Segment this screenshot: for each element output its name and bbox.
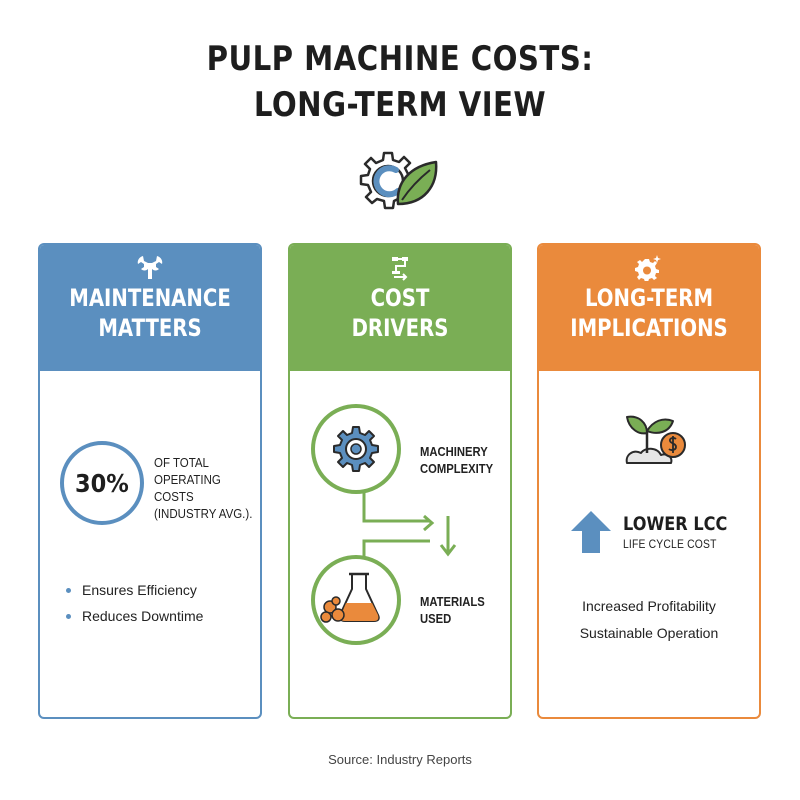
card-title: MAINTENANCE MATTERS [69,284,231,342]
up-arrow-icon [571,511,611,553]
flowchart-icon [392,257,408,281]
card-header: COST DRIVERS [290,245,510,371]
card-long-term: LONG-TERM IMPLICATIONS LOWER LCC LIFE CY… [537,243,761,719]
driver-label-materials: MATERIALS USED [420,595,485,626]
card-header: MAINTENANCE MATTERS [40,245,260,371]
list-item: Reduces Downtime [66,603,203,629]
stat-ring: 30% [60,441,144,525]
benefit-list: Ensures Efficiency Reduces Downtime [66,577,203,629]
title-line-2: LONG-TERM VIEW [253,85,547,125]
page-title: PULP MACHINE COSTS: LONG-TERM VIEW [56,36,744,128]
gear-spark-icon [635,255,661,281]
driver-flow-diagram [311,404,457,645]
card-title: COST DRIVERS [351,284,449,342]
stat-description: OF TOTAL OPERATING COSTS (INDUSTRY AVG.)… [154,456,253,521]
gear-icon [311,404,401,494]
outcome-list: Increased Profitability Sustainable Oper… [539,593,759,647]
card-title: LONG-TERM IMPLICATIONS [570,284,728,342]
lcc-title: LOWER LCC [623,513,728,535]
lcc-subtitle: LIFE CYCLE COST [623,539,717,551]
card-cost-drivers: COST DRIVERS [288,243,512,719]
arrow-head [423,514,435,532]
stat-value: 30% [75,468,129,498]
wrench-icon [137,256,163,279]
gear-leaf-icon [359,151,438,210]
flask-icon [311,555,401,645]
list-item: Sustainable Operation [579,625,719,641]
plant-coin-icon [625,415,686,464]
list-item: Ensures Efficiency [66,577,203,603]
card-maintenance: MAINTENANCE MATTERS 30% OF TOTAL OPERATI… [38,243,262,719]
driver-label-machinery: MACHINERY COMPLEXITY [420,445,494,476]
connector-line [362,539,430,561]
connector-line [362,480,430,523]
list-item: Increased Profitability [582,598,716,614]
title-line-1: PULP MACHINE COSTS: [206,39,594,79]
down-arrow-icon [439,516,457,557]
source-note: Source: Industry Reports [328,752,472,767]
card-header: LONG-TERM IMPLICATIONS [539,245,759,371]
